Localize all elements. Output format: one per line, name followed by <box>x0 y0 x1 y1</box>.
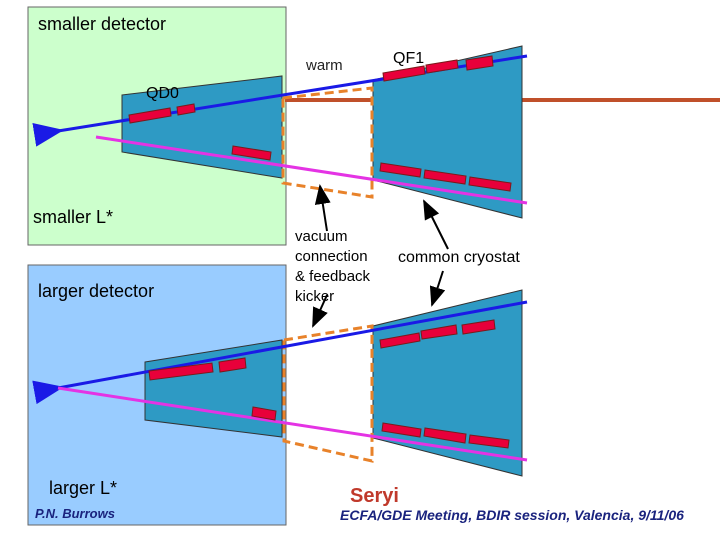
magnets-top <box>128 55 512 192</box>
smaller-detector-label: smaller detector <box>38 14 167 34</box>
warm-section-box-top <box>281 86 374 199</box>
warm-section-box-bottom <box>282 324 374 463</box>
vacuum-label-line-3: & feedback <box>295 268 371 285</box>
annotation-arrows <box>312 184 449 328</box>
warm-label: warm <box>306 57 343 74</box>
outgoing-beam-bottom <box>57 386 528 462</box>
larger-lstar-label: larger L* <box>49 478 118 498</box>
qf1-label: QF1 <box>393 50 425 67</box>
vacuum-label-line-1: vacuum <box>295 228 348 245</box>
outgoing-beam-top <box>95 135 528 205</box>
author-footer: P.N. Burrows <box>35 506 115 521</box>
vacuum-connection-label: vacuum connection & feedback kicker <box>295 227 370 307</box>
meeting-footer: ECFA/GDE Meeting, BDIR session, Valencia… <box>340 507 684 523</box>
magnets-bottom <box>148 319 510 449</box>
incoming-beam-bottom <box>32 300 528 405</box>
larger-detector-label: larger detector <box>38 281 155 301</box>
qd0-label: QD0 <box>146 85 179 102</box>
common-cryostat-label: common cryostat <box>398 249 520 266</box>
seryi-credit: Seryi <box>350 485 399 507</box>
vacuum-label-line-4: kicker <box>295 288 335 305</box>
smaller-lstar-label: smaller L* <box>33 207 114 227</box>
vacuum-label-line-2: connection <box>295 248 368 265</box>
